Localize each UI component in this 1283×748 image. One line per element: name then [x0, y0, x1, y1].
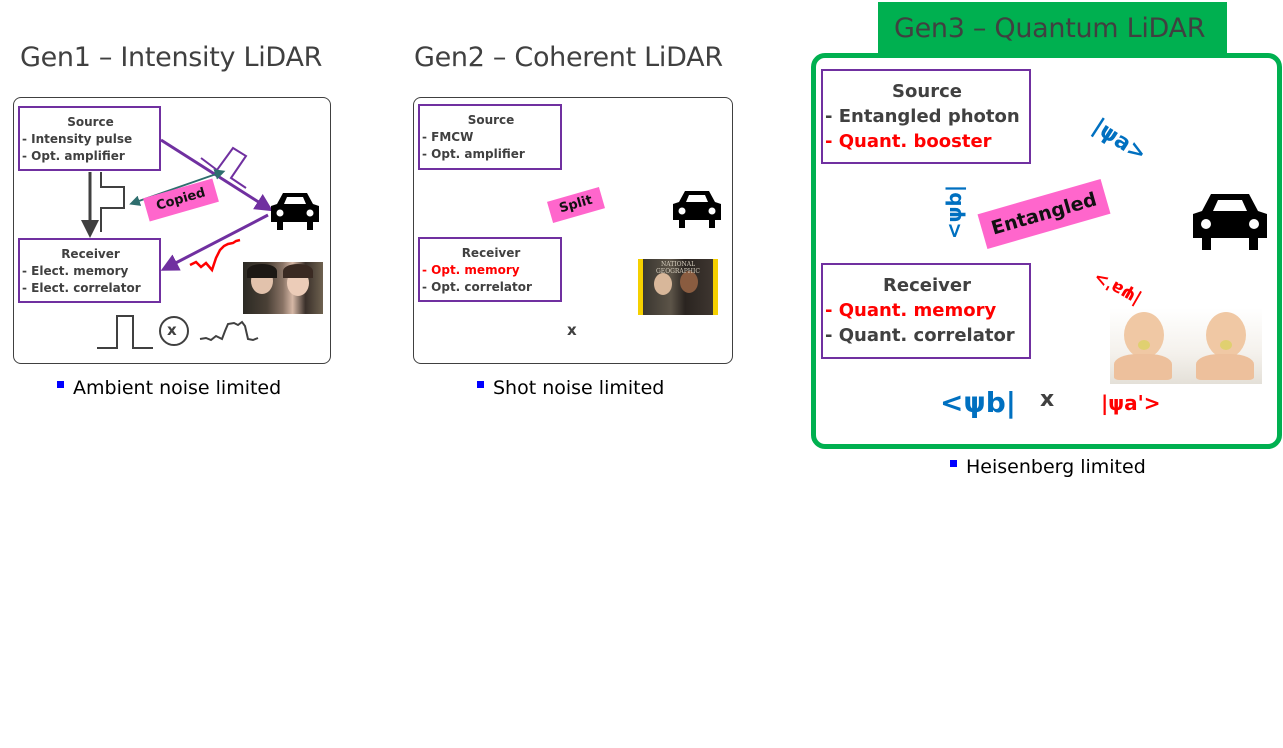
source-heading: Source — [467, 113, 515, 127]
bra-psi-b-reference: <ψb| — [942, 184, 967, 240]
bullet-square-icon — [477, 381, 484, 388]
clean-pulse-icon — [97, 315, 153, 349]
car-icon — [267, 190, 323, 236]
source-line: - Intensity pulse — [22, 132, 133, 146]
noisy-pulse-icon — [199, 320, 259, 342]
two-people-photo — [243, 262, 323, 314]
source-heading: Source — [892, 81, 962, 102]
noisy-return-pulse-icon — [189, 238, 241, 273]
magazine-masthead: NATIONAL GEOGRAPHIC — [656, 261, 700, 275]
receiver-heading: Receiver — [61, 247, 120, 261]
gen1-title: Gen1 – Intensity LiDAR — [20, 42, 323, 73]
bottom-bra-psi-b: <ψb| — [940, 386, 1016, 419]
gen2-bullet: Shot noise limited — [477, 377, 664, 399]
source-line: - FMCW — [422, 130, 474, 144]
magazine-cover-twins: NATIONAL GEOGRAPHIC — [638, 259, 718, 315]
car-icon — [1188, 190, 1272, 256]
return-beam — [160, 213, 269, 271]
bullet-square-icon — [950, 460, 957, 467]
gen3-title: Gen3 – Quantum LiDAR — [894, 13, 1206, 44]
reference-pulse-icon — [100, 172, 125, 232]
bottom-ket-psi-a-prime: |ψa'> — [1101, 391, 1161, 415]
source-line: - Opt. amplifier — [22, 149, 125, 163]
source-line: - Entangled photon — [825, 106, 1020, 127]
gen3-receiver-box: Receiver - Quant. memory - Quant. correl… — [821, 263, 1031, 359]
receiver-heading: Receiver — [461, 246, 521, 260]
gen3-title-banner — [878, 2, 1227, 54]
outgoing-pulse-icon — [200, 146, 248, 189]
twin-babies-photo — [1110, 308, 1262, 384]
multiply-x-label: x — [1040, 387, 1055, 412]
gen2-title: Gen2 – Coherent LiDAR — [414, 42, 723, 73]
multiply-x-label: x — [567, 321, 577, 339]
gen3-bullet: Heisenberg limited — [950, 456, 1146, 478]
receiver-line: - Quant. memory — [825, 300, 997, 321]
receiver-line: - Opt. memory — [422, 263, 520, 277]
receiver-line: - Quant. correlator — [825, 325, 1015, 346]
receiver-line: - Opt. correlator — [422, 280, 532, 294]
gen1-receiver-box: Receiver - Elect. memory - Elect. correl… — [18, 238, 161, 303]
car-icon — [669, 188, 725, 234]
source-heading: Source — [67, 115, 114, 129]
bullet-square-icon — [57, 381, 64, 388]
multiply-x-label: x — [167, 321, 177, 339]
gen3-source-box: Source - Entangled photon - Quant. boost… — [821, 69, 1031, 164]
receiver-heading: Receiver — [883, 275, 971, 296]
gen1-source-box: Source - Intensity pulse - Opt. amplifie… — [18, 106, 161, 171]
gen2-receiver-box: Receiver - Opt. memory - Opt. correlator — [418, 237, 562, 302]
source-line: - Quant. booster — [825, 131, 992, 152]
source-line: - Opt. amplifier — [422, 147, 525, 161]
multiply-circle-icon — [159, 316, 189, 346]
receiver-line: - Elect. correlator — [22, 281, 141, 295]
gen2-source-box: Source - FMCW - Opt. amplifier — [418, 104, 562, 170]
receiver-line: - Elect. memory — [22, 264, 129, 278]
gen1-bullet: Ambient noise limited — [57, 377, 281, 399]
